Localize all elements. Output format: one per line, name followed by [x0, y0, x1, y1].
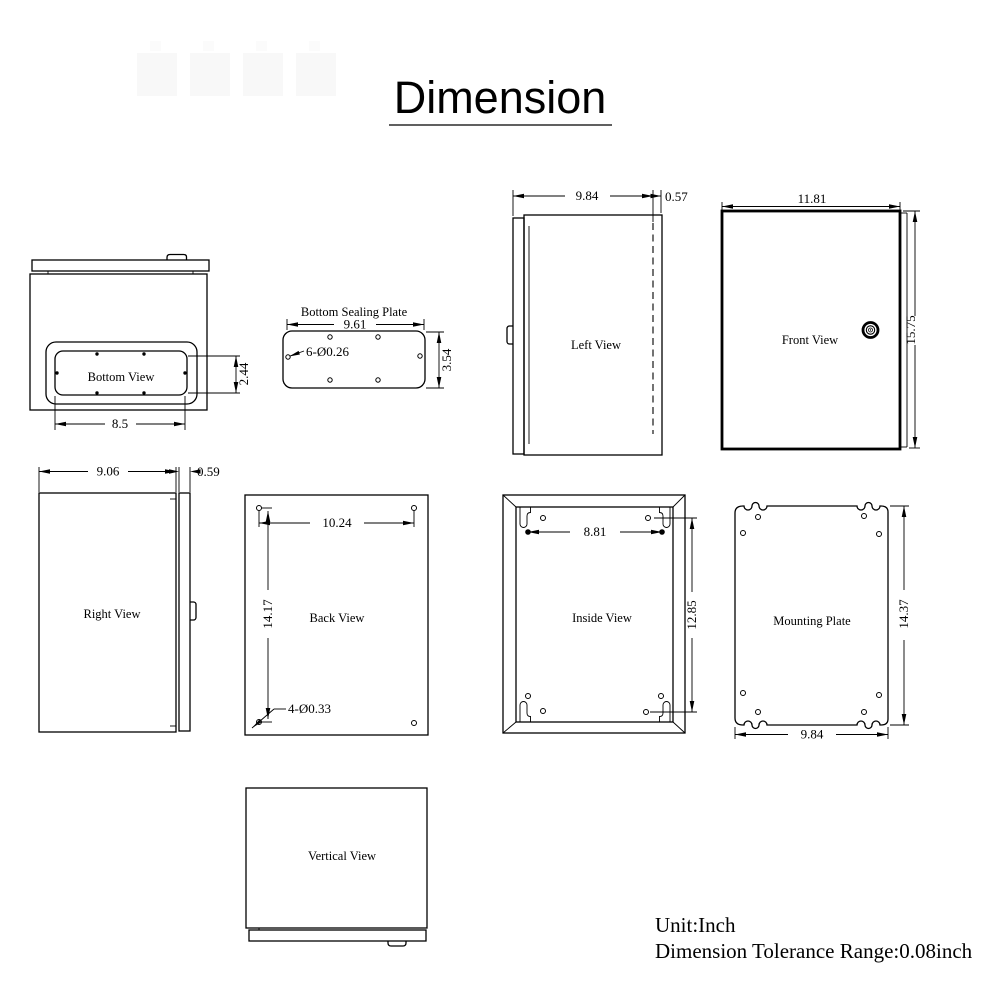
dim-value: 11.81 — [798, 191, 827, 206]
dim-door-thickness: 0.57 — [650, 189, 688, 204]
hinge-icon — [190, 601, 197, 621]
door-edge-strip — [512, 217, 525, 455]
dim-value: 12.85 — [684, 600, 699, 629]
dim-plate-height: 3.54 — [426, 331, 454, 389]
screw-holes — [55, 352, 187, 395]
notes-block: Unit:Inch Dimension Tolerance Range:0.08… — [655, 913, 973, 963]
dim-plate-width: 9.84 — [734, 727, 889, 742]
page-title: Dimension — [394, 72, 607, 123]
hole-callout-text: 4-Ø0.33 — [288, 701, 331, 716]
view-label: Mounting Plate — [773, 614, 851, 628]
seal-recess-outer — [45, 341, 198, 405]
dim-value: 3.54 — [439, 348, 454, 371]
front-view-drawing: Front View 11.81 15.75 — [720, 191, 920, 451]
hole-callout: 6-Ø0.26 — [289, 344, 349, 359]
vertical-view-drawing: Vertical View — [245, 787, 428, 947]
latch-icon — [166, 253, 188, 260]
corner-brackets — [519, 507, 671, 722]
view-label: Front View — [782, 333, 838, 347]
dim-value: 8.5 — [112, 416, 128, 431]
dim-width: 11.81 — [721, 191, 901, 211]
body-outline — [523, 214, 663, 456]
view-label: Inside View — [572, 611, 632, 625]
door-edge-bar — [248, 929, 427, 942]
dim-value: 9.84 — [576, 188, 599, 203]
dim-value: 0.59 — [197, 464, 220, 479]
dim-hole-spacing-h: 14.17 — [260, 507, 275, 723]
dim-value: 8.81 — [584, 524, 607, 539]
view-label: Bottom Sealing Plate — [301, 305, 408, 319]
dim-value: 9.06 — [97, 464, 120, 479]
dim-depth: 9.84 — [512, 188, 662, 222]
hinge-icon — [506, 325, 513, 345]
back-outline — [244, 494, 429, 736]
title-block: Dimension — [389, 72, 612, 126]
inside-view-drawing: Inside View 8.81 12.85 — [502, 494, 699, 734]
inner-holes — [525, 515, 665, 715]
dim-height: 15.75 — [903, 210, 920, 449]
dim-value: 2.44 — [236, 362, 251, 385]
dim-opening-width: 8.5 — [54, 396, 186, 431]
dim-stud-spacing-h: 12.85 — [650, 517, 699, 713]
door-outline — [720, 209, 902, 451]
dim-value: 15.75 — [903, 315, 918, 344]
dim-stud-spacing-w: 8.81 — [528, 524, 662, 539]
view-label: Bottom View — [88, 370, 155, 384]
outer-frame — [502, 494, 686, 734]
hole-callout: 4-Ø0.33 — [251, 701, 331, 729]
view-label: Vertical View — [308, 849, 376, 863]
view-label: Right View — [83, 607, 140, 621]
back-view-drawing: Back View 10.24 14.17 4-Ø0.33 — [244, 494, 429, 736]
enclosure-outline — [29, 273, 208, 411]
dim-depth: 9.06 — [38, 464, 177, 492]
dim-value: 9.84 — [801, 727, 824, 742]
bottom-view-drawing: Bottom View 2.44 8.5 — [29, 253, 251, 431]
dim-hole-spacing-w: 10.24 — [258, 511, 415, 530]
plate-outline — [282, 330, 426, 389]
door-edge-strip — [178, 492, 191, 732]
unit-note: Unit:Inch — [655, 913, 736, 937]
plate-outline — [734, 501, 889, 730]
dim-plate-height: 14.37 — [890, 505, 911, 726]
door-edge-bar — [31, 259, 210, 272]
dim-opening-height: 2.44 — [188, 355, 251, 394]
right-view-drawing: Right View 9.06 0.59 — [38, 464, 220, 733]
dim-door-thickness: 0.59 — [169, 464, 220, 492]
mounting-plate-drawing: Mounting Plate 14.37 9.84 — [734, 501, 911, 742]
dim-plate-width: 9.61 — [286, 317, 425, 332]
dim-value: 10.24 — [322, 515, 352, 530]
dim-value: 14.17 — [260, 599, 275, 629]
view-label: Back View — [310, 611, 365, 625]
dim-value: 0.57 — [665, 189, 688, 204]
tolerance-note: Dimension Tolerance Range:0.08inch — [655, 939, 973, 963]
bottom-sealing-plate-drawing: Bottom Sealing Plate 9.61 3.54 6-Ø0.26 — [282, 305, 454, 389]
left-view-drawing: Left View 9.84 0.57 — [506, 188, 688, 456]
view-label: Left View — [571, 338, 621, 352]
hole-callout-text: 6-Ø0.26 — [306, 344, 349, 359]
latch-icon — [387, 941, 407, 947]
plate-holes — [285, 334, 423, 383]
dim-value: 9.61 — [344, 317, 367, 332]
inner-frame — [515, 506, 674, 723]
body-outline — [38, 492, 177, 733]
seal-recess-inner — [54, 350, 188, 396]
dim-value: 14.37 — [896, 599, 911, 629]
watermark — [137, 41, 336, 96]
body-outline — [245, 787, 428, 929]
lock-icon — [861, 321, 880, 339]
plate-holes — [740, 513, 882, 715]
